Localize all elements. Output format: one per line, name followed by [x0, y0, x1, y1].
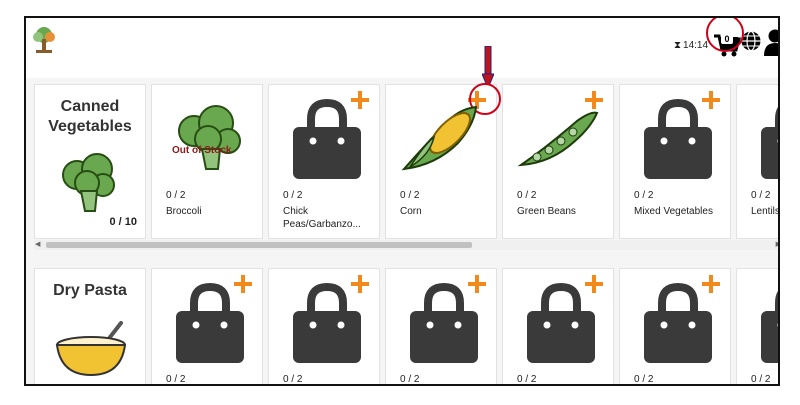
item-name: Mixed Vegetables: [634, 206, 713, 217]
add-item-button[interactable]: [702, 275, 720, 293]
category-card[interactable]: Canned Vegetables 0 / 10: [34, 84, 146, 239]
broccoli-icon: [174, 103, 246, 176]
bag-icon: [523, 282, 599, 365]
broccoli-icon: [57, 151, 121, 218]
product-card[interactable]: 0 / 2: [502, 268, 614, 385]
bag-icon: [757, 99, 778, 181]
bag-icon: [640, 282, 716, 365]
add-item-button[interactable]: [351, 91, 369, 109]
item-count: 0 / 2: [166, 374, 186, 385]
product-card-broccoli[interactable]: Out of Stock 0 / 2 Broccoli: [151, 84, 263, 239]
category-title: Canned Vegetables: [48, 98, 132, 135]
bag-icon: [172, 282, 248, 365]
bag-icon: [640, 98, 716, 181]
product-card-mixed-vegetables[interactable]: 0 / 2 Mixed Vegetables: [619, 84, 731, 239]
scroll-right-icon[interactable]: ▶: [776, 240, 778, 250]
item-count: 0 / 2: [400, 190, 420, 201]
add-item-button[interactable]: [585, 91, 603, 109]
globe-icon[interactable]: [740, 30, 762, 52]
item-name: Chick Peas/Garbanzo...: [283, 206, 361, 230]
product-card-chick-peas[interactable]: 0 / 2 Chick Peas/Garbanzo...: [268, 84, 380, 239]
add-item-button[interactable]: [585, 275, 603, 293]
tree-logo-icon[interactable]: [30, 26, 58, 61]
scroll-left-icon[interactable]: ◀: [35, 241, 41, 248]
product-card[interactable]: 0 / 2: [268, 268, 380, 385]
product-card-lentils[interactable]: 0 / 2 Lentils: [736, 84, 780, 239]
item-name: Broccoli: [166, 206, 202, 217]
item-count: 0 / 2: [517, 374, 537, 385]
item-count: 0 / 2: [634, 190, 654, 201]
scroll-thumb[interactable]: [46, 242, 472, 248]
category-title: Dry Pasta: [53, 282, 127, 299]
top-bar: ⧗14:14 0: [26, 18, 778, 78]
item-count: 0 / 2: [400, 374, 420, 385]
item-count: 0 / 2: [634, 374, 654, 385]
product-card[interactable]: 0 / 2: [385, 268, 497, 385]
out-of-stock-label: Out of Stock: [172, 145, 232, 156]
user-icon[interactable]: [764, 28, 778, 56]
bag-icon: [289, 98, 365, 181]
product-card-green-beans[interactable]: 0 / 2 Green Beans: [502, 84, 614, 239]
hourglass-icon: ⧗: [674, 40, 682, 51]
add-item-button[interactable]: [702, 91, 720, 109]
item-count: 0 / 2: [283, 374, 303, 385]
cart-highlight-circle: [706, 18, 744, 52]
item-count: 0 / 2: [751, 190, 771, 201]
add-button-highlight-circle: [469, 83, 501, 115]
product-card-corn[interactable]: 0 / 2 Corn: [385, 83, 501, 239]
item-count: 0 / 2: [283, 190, 303, 201]
add-item-button[interactable]: [468, 275, 486, 293]
add-item-button[interactable]: [234, 275, 252, 293]
session-timer: ⧗14:14: [674, 40, 708, 51]
item-name: Corn: [400, 206, 422, 217]
product-card[interactable]: 0 / 2: [736, 268, 778, 385]
product-card[interactable]: 0 / 2: [619, 268, 731, 385]
bag-icon: [757, 283, 778, 365]
app-frame: ⧗14:14 0: [24, 16, 780, 386]
item-count: 0 / 2: [166, 190, 186, 201]
product-card[interactable]: 0 / 2: [151, 268, 263, 385]
pasta-bowl-icon: [51, 319, 131, 384]
bag-icon: [406, 282, 482, 365]
category-count: 0 / 10: [109, 216, 137, 228]
timer-text: 14:14: [683, 40, 709, 51]
item-count: 0 / 2: [751, 374, 771, 385]
item-name: Lentils: [751, 206, 780, 217]
add-item-button[interactable]: [351, 275, 369, 293]
item-count: 0 / 2: [517, 190, 537, 201]
annotation-arrow-icon: [481, 45, 495, 90]
horizontal-scrollbar[interactable]: ◀ ▶: [34, 240, 778, 250]
bag-icon: [289, 282, 365, 365]
corn-icon: [400, 103, 484, 178]
category-card[interactable]: Dry Pasta: [34, 268, 146, 384]
item-name: Green Beans: [517, 206, 576, 217]
green-beans-icon: [517, 107, 601, 176]
